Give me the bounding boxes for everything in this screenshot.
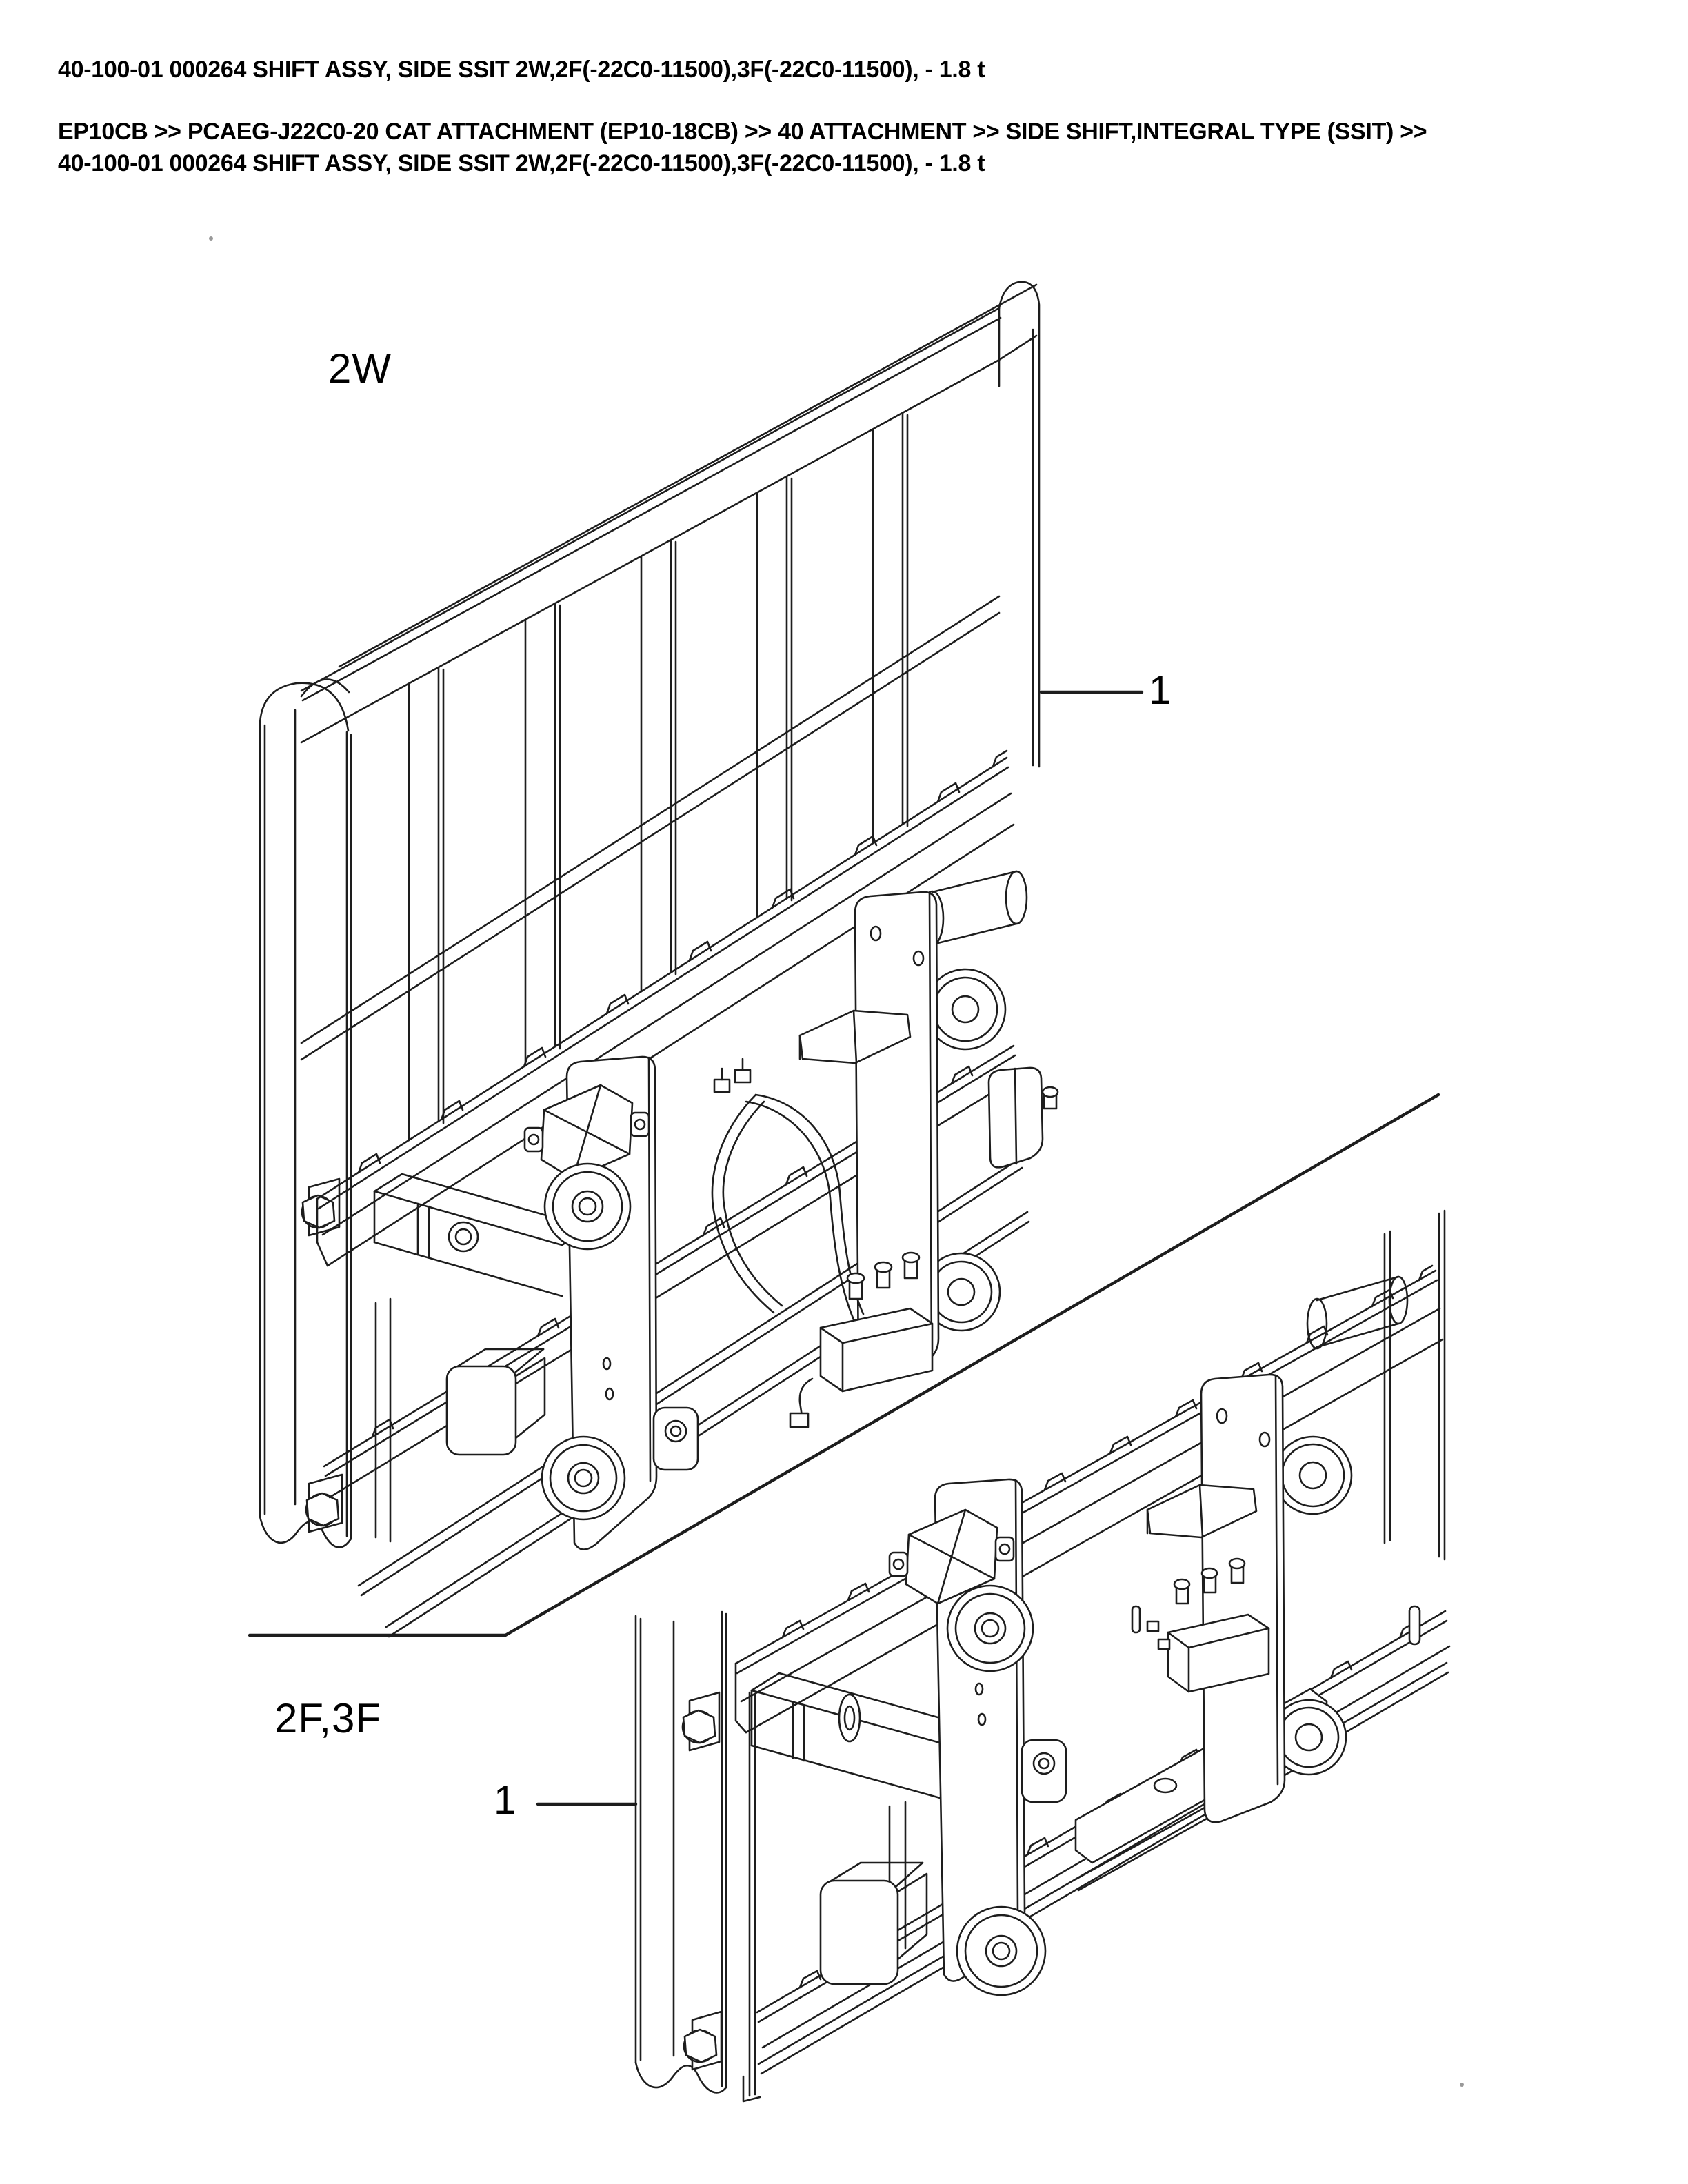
end-bracket: [987, 1066, 1059, 1169]
carriage-rollers-right: [921, 968, 1007, 1332]
breadcrumb-line-1: EP10CB >> PCAEG-J22C0-20 CAT ATTACHMENT …: [58, 119, 1427, 145]
mount-pad: [445, 1348, 546, 1456]
print-speck: [1460, 2083, 1464, 2087]
fork-hanger-wedge-b: [1146, 1484, 1258, 1539]
callout-1-bottom[interactable]: 1: [494, 1778, 516, 1823]
shift-cylinder: [373, 1173, 591, 1543]
valve-manifold-b: [1131, 1557, 1270, 1693]
mount-pad-b: [819, 1861, 928, 1985]
page-title: 40-100-01 000264 SHIFT ASSY, SIDE SSIT 2…: [58, 57, 985, 83]
variant-label-2f3f: 2F,3F: [274, 1695, 382, 1741]
hydraulic-hoses: [711, 1058, 865, 1321]
fork-hanger-wedge: [798, 1009, 912, 1064]
breadcrumb: EP10CB >> PCAEG-J22C0-20 CAT ATTACHMENT …: [58, 116, 1427, 179]
variant-label-2w: 2W: [328, 345, 392, 392]
shift-cylinder-b: [750, 1672, 989, 1954]
print-speck: [209, 236, 213, 241]
carriage-plate-right: [854, 891, 940, 1382]
separator-line: [248, 1093, 1440, 1637]
figure-2w: [259, 281, 1144, 1638]
roller-boss-b: [1306, 1275, 1409, 1350]
callout-1-top[interactable]: 1: [1149, 668, 1172, 713]
carriage-plate-left-b: [888, 1478, 1067, 1996]
hanger-rail-upper: [316, 749, 1015, 1267]
valve-manifold: [789, 1251, 934, 1428]
carriage-plate-left: [523, 1055, 699, 1550]
backrest-panel: [259, 281, 1041, 1548]
right-post-b: [1383, 1209, 1446, 1561]
fork-upright-left: [634, 1610, 761, 2103]
figure-2f3f: [536, 1209, 1451, 2103]
breadcrumb-line-2: 40-100-01 000264 SHIFT ASSY, SIDE SSIT 2…: [58, 150, 985, 176]
